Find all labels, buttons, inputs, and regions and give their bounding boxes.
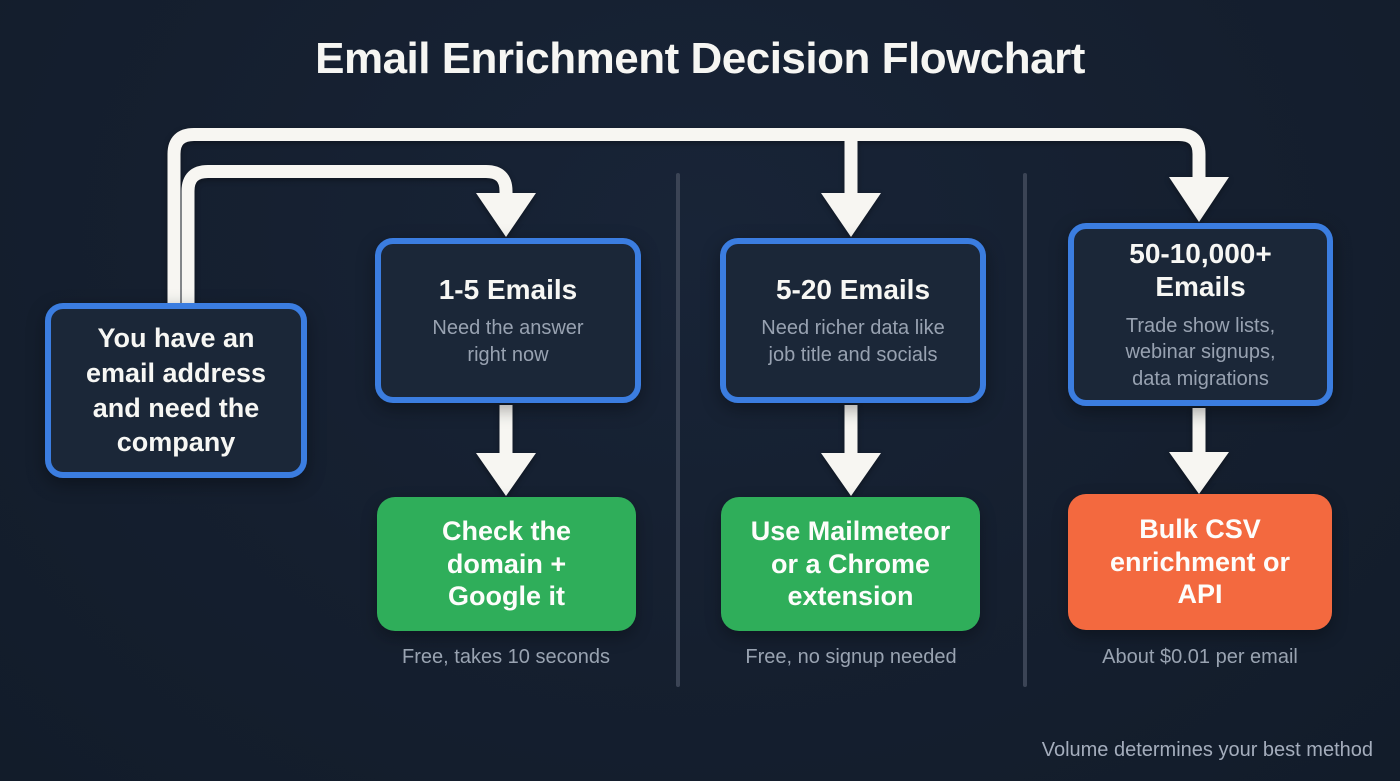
column-divider bbox=[676, 173, 680, 687]
action-label: Use Mailmeteor or a Chrome extension bbox=[750, 515, 951, 612]
arrow-down-icon bbox=[1169, 452, 1229, 494]
arrow-down-icon bbox=[476, 453, 536, 496]
footer-note: Volume determines your best method bbox=[1041, 739, 1373, 761]
action-label: Check the domain + Google it bbox=[441, 515, 572, 612]
column-divider bbox=[1023, 173, 1027, 687]
branch-caption: Free, takes 10 seconds bbox=[402, 646, 610, 668]
flowchart-title: Email Enrichment Decision Flowchart bbox=[315, 34, 1085, 83]
branch-subtitle: Need the answer right now bbox=[432, 317, 584, 366]
branch-heading: 50-10,000+ Emails bbox=[1129, 237, 1272, 303]
start-node: You have an email address and need the c… bbox=[45, 303, 307, 478]
connector-to-branch-3 bbox=[167, 128, 1206, 306]
branch-caption: About $0.01 per email bbox=[1102, 646, 1298, 668]
action-node-check-domain: Check the domain + Google it bbox=[377, 497, 636, 631]
branch-heading: 1-5 Emails bbox=[438, 273, 578, 305]
connector-to-branch-1 bbox=[181, 165, 513, 306]
branch-caption: Free, no signup needed bbox=[745, 646, 957, 668]
arrow-down-icon bbox=[821, 453, 881, 496]
branch-node-1-5-emails: 1-5 Emails Need the answer right now bbox=[375, 238, 641, 403]
branch-node-bulk-emails: 50-10,000+ Emails Trade show lists, webi… bbox=[1068, 223, 1333, 406]
action-node-mailmeteor: Use Mailmeteor or a Chrome extension bbox=[721, 497, 980, 631]
branch-node-5-20-emails: 5-20 Emails Need richer data like job ti… bbox=[720, 238, 986, 403]
branch-subtitle: Need richer data like job title and soci… bbox=[761, 317, 945, 366]
arrow-down-icon bbox=[476, 193, 536, 237]
branch-heading: 5-20 Emails bbox=[775, 273, 931, 305]
arrow-down-icon bbox=[821, 193, 881, 237]
action-node-bulk-csv: Bulk CSV enrichment or API bbox=[1068, 494, 1332, 630]
start-node-label: You have an email address and need the c… bbox=[85, 323, 267, 458]
action-label: Bulk CSV enrichment or API bbox=[1109, 513, 1291, 610]
branch-subtitle: Trade show lists, webinar signups, data … bbox=[1125, 315, 1276, 390]
arrow-down-icon bbox=[1169, 177, 1229, 222]
